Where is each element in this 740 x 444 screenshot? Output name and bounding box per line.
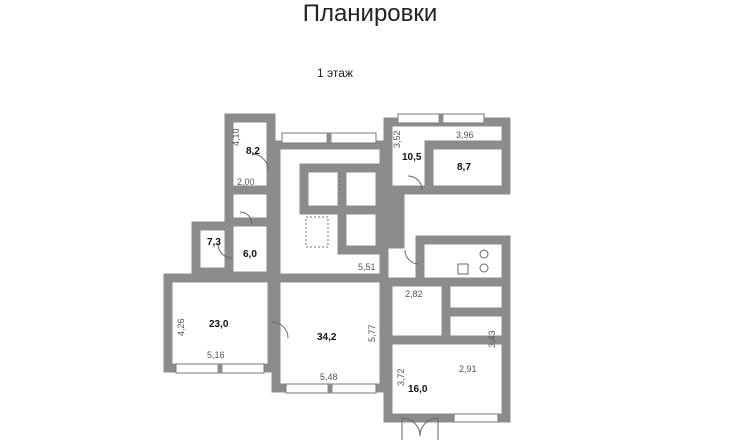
room-area: 23,0 — [209, 319, 229, 330]
dimension: 2,82 — [405, 289, 423, 299]
walls-and-rooms — [163, 113, 511, 423]
dimension: 3,43 — [487, 330, 497, 348]
storage-3 — [337, 205, 385, 255]
column — [387, 189, 405, 249]
door — [404, 249, 419, 265]
dimension: 2,00 — [237, 177, 255, 187]
dimension: 3,96 — [456, 130, 474, 140]
dimension: 5,48 — [320, 372, 338, 382]
storage-1 — [299, 163, 347, 215]
bathroom — [415, 235, 511, 287]
windows — [175, 113, 499, 423]
room-8-7 — [424, 140, 511, 195]
dimension: 5,51 — [358, 262, 376, 272]
doors — [217, 153, 439, 440]
dimension: 3,52 — [392, 130, 402, 148]
dimension: 5,16 — [207, 350, 225, 360]
dimension: 5,77 — [367, 324, 377, 342]
door — [401, 417, 439, 440]
window — [453, 413, 499, 423]
room-16-0 — [383, 335, 511, 423]
room-7-3 — [191, 221, 234, 277]
sink-icon — [457, 263, 469, 275]
room-area: 34,2 — [317, 332, 337, 343]
dimension: 3,72 — [396, 368, 406, 386]
dimension: 4,10 — [231, 128, 241, 146]
door — [407, 175, 423, 191]
room-area: 6,0 — [243, 249, 257, 260]
door — [239, 211, 253, 225]
dimension: 2,91 — [459, 364, 477, 374]
room-area: 16,0 — [408, 384, 428, 395]
floor-label: 1 этаж — [317, 66, 353, 80]
room-areas: 8,2 10,5 8,7 7,3 6,0 23,0 34,2 16,0 — [207, 146, 471, 395]
page-title: Планировки — [302, 0, 438, 27]
dimension: 4,26 — [176, 318, 186, 336]
bathroom-fixtures — [457, 249, 489, 275]
room-area: 7,3 — [207, 237, 221, 248]
room-area: 8,7 — [457, 162, 471, 173]
door — [271, 321, 289, 339]
dimensions: 4,10 2,00 3,52 3,96 5,51 2,82 4,26 5,16 … — [176, 128, 497, 386]
room-area: 10,5 — [402, 152, 422, 163]
storage-2 — [337, 163, 385, 215]
door — [217, 243, 233, 259]
toilet-icon — [479, 249, 489, 259]
room-area: 8,2 — [246, 146, 260, 157]
toilet-icon — [479, 263, 489, 273]
door — [251, 153, 269, 171]
